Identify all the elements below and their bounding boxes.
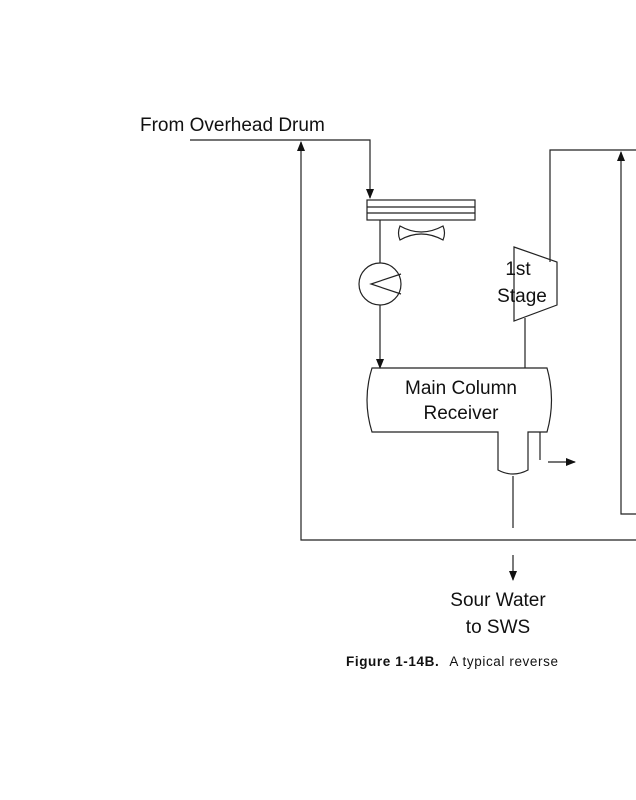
left-return-line xyxy=(297,141,636,541)
feed-line xyxy=(190,139,374,199)
outlet-label-1: Sour Water xyxy=(450,590,546,611)
fan-icon xyxy=(397,225,446,241)
compressor-label-1: 1st xyxy=(505,259,531,280)
source-label: From Overhead Drum xyxy=(140,115,325,136)
receiver-vessel xyxy=(366,367,553,475)
air-cooler xyxy=(366,199,476,221)
figure-caption-text: A typical reverse xyxy=(449,654,558,669)
outlet-label-2: to SWS xyxy=(466,617,530,638)
compressor-discharge-line xyxy=(549,149,636,262)
right-return-line xyxy=(617,151,636,515)
compressor-label-2: Stage xyxy=(497,286,547,307)
compressor-icon xyxy=(513,246,558,322)
figure-number: Figure 1-14B. xyxy=(346,654,439,669)
heat-exchanger-icon xyxy=(358,262,402,306)
figure-caption: Figure 1-14B. A typical reverse xyxy=(346,654,559,669)
receiver-label-2: Receiver xyxy=(424,403,500,424)
receiver-label-1: Main Column xyxy=(405,378,517,399)
